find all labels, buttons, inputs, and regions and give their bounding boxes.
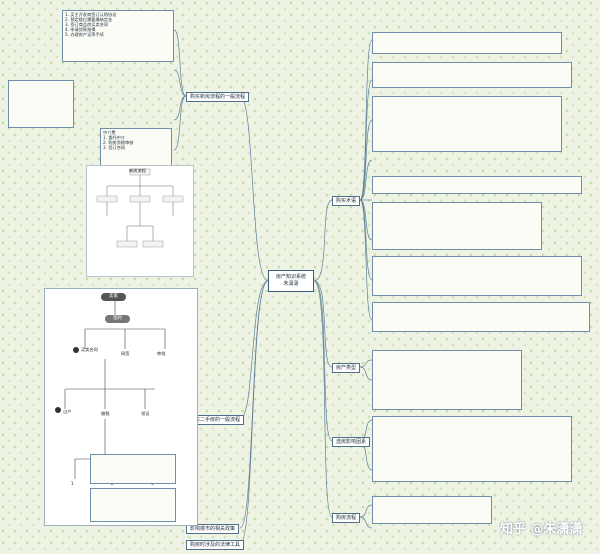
root-node[interactable]: 房产知识系统 朱潇潇: [268, 270, 314, 292]
note-line: 中介费: [103, 130, 116, 135]
branch-process[interactable]: 购房流程: [332, 513, 361, 523]
note-line: 2. 购房资格审核: [103, 140, 134, 145]
branch-legal-tools[interactable]: 购房时涉及的法律工具: [186, 540, 245, 550]
detail-box: [372, 32, 562, 54]
branch-terms[interactable]: 购买术语: [332, 196, 361, 206]
root-subtitle: 朱潇潇: [283, 281, 299, 287]
detail-box: [372, 176, 582, 194]
detail-box: [90, 488, 176, 522]
flow-item: 1: [71, 481, 74, 486]
mid-notes: 中介费 1. 委托中介 2. 购房资格审核 3. 签订合同: [100, 128, 172, 168]
mini-tree: [96, 168, 184, 248]
detail-box: [372, 96, 562, 152]
branch-property-types[interactable]: 房产类型: [332, 363, 361, 373]
detail-box: [372, 62, 572, 88]
note-line: 1. 委托中介: [103, 135, 126, 140]
flow-node: 审批: [157, 351, 166, 356]
detail-box: [372, 256, 582, 296]
note-line: 2. 预定楼位需要缴纳定金: [65, 17, 113, 22]
flow-top-pill: 卖家: [101, 293, 126, 301]
note-line: 1. 买主开发商签订认购协议: [65, 12, 117, 17]
second-hand-flow: 卖家 签约 买卖合同 网签 审批 过户 缴税 领证 1 2 3 4: [44, 288, 198, 526]
detail-box: [90, 454, 176, 484]
detail-box: [372, 302, 590, 332]
branch-policies[interactable]: 影响楼市的相关政策: [186, 524, 240, 534]
branch-factors[interactable]: 选房影响因素: [332, 437, 371, 447]
new-house-notes: 1. 买主开发商签订认购协议 2. 预定楼位需要缴纳定金 3. 签订商品房买卖合…: [62, 10, 174, 62]
detail-box: [372, 496, 492, 524]
note-line: 4. 申请贷款按揭: [65, 27, 96, 32]
chart-caption: 新房流程: [129, 168, 146, 173]
flow-second-pill: 签约: [105, 315, 130, 323]
note-line: 3. 签订商品房买卖合同: [65, 22, 109, 27]
root-title: 房产知识系统: [275, 274, 306, 280]
note-line: 3. 签订合同: [103, 145, 126, 150]
flow-node: 领证: [141, 411, 150, 416]
detail-box: [8, 80, 74, 128]
step-dot: [55, 407, 61, 413]
detail-box: [372, 202, 542, 250]
flow-node: 网签: [121, 351, 130, 356]
watermark: 知乎 @朱潇潇: [500, 522, 583, 537]
step-dot: [73, 347, 79, 353]
note-line: 5. 办理房产证等手续: [65, 32, 104, 37]
embedded-flowchart-image: 新房流程: [86, 165, 194, 277]
detail-box: [372, 350, 522, 410]
flow-node: 缴税: [101, 411, 110, 416]
flow-node: 买卖合同: [81, 347, 98, 352]
branch-new-house[interactable]: 购买新房流程的一般流程: [186, 92, 250, 102]
flow-node: 过户: [63, 409, 72, 414]
detail-box: [372, 416, 572, 482]
